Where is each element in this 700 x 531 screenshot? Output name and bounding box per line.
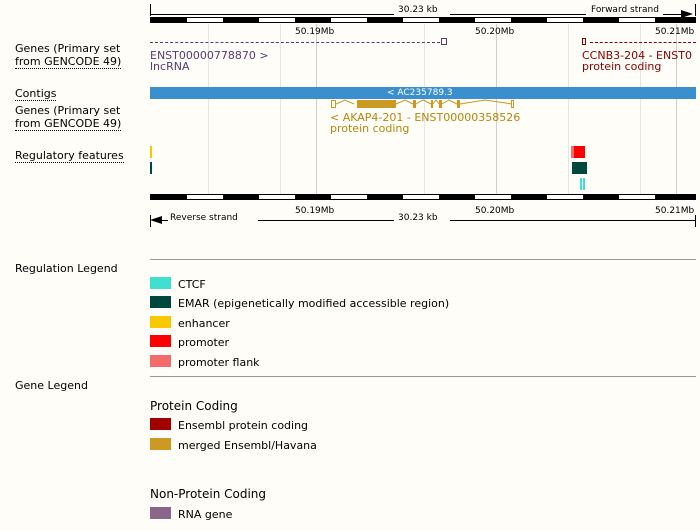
regulatory-track-label[interactable]: Regulatory features [15,149,124,163]
legend-swatch [150,418,171,430]
lncrna-gene-name[interactable]: ENST00000778870 > [150,49,269,62]
forward-strand-label: Forward strand [591,5,659,15]
reverse-strand-label: Reverse strand [170,213,238,223]
ctcf-feature[interactable] [583,178,585,190]
ccnb3-gene-name[interactable]: CCNB3-204 - ENST0 [582,49,692,62]
lncrna-transcript-line[interactable] [150,42,440,43]
protein-coding-heading: Protein Coding [150,399,238,413]
legend-item-label: merged Ensembl/Havana [178,439,317,452]
forward-arrow-icon [681,10,693,18]
ccnb3-transcript-line[interactable] [590,42,696,43]
legend-item-label: Ensembl protein coding [178,419,309,432]
non-protein-coding-heading: Non-Protein Coding [150,487,267,501]
promoter-flank-feature[interactable] [571,146,574,158]
legend-swatch [150,438,171,450]
bottom-scale: Reverse strand 30.23 kb [150,194,696,228]
ccnb3-exon[interactable] [582,38,586,45]
top-span-label: 30.23 kb [398,5,438,15]
regulation-legend-title: Regulation Legend [15,262,118,275]
coord-label: 50.20Mb [475,206,515,216]
ccnb3-biotype: protein coding [582,60,662,73]
bottom-span-label: 30.23 kb [398,213,438,223]
akap4-exon [511,100,514,108]
legend-swatch [150,355,171,367]
reverse-arrow-icon [150,216,162,224]
emar-feature[interactable] [572,162,587,174]
emar-feature[interactable] [150,162,152,174]
legend-item-label: promoter [178,336,230,349]
ctcf-feature[interactable] [580,178,582,190]
promoter-feature[interactable] [574,146,585,158]
coord-label: 50.21Mb [655,27,695,37]
legend-item-label: enhancer [178,317,230,330]
contig-name: < AC235789.3 [387,88,453,98]
legend-swatch [150,507,171,519]
akap4-biotype: protein coding [330,122,410,135]
legend-swatch [150,316,171,328]
genes-reverse-track-label[interactable]: Genes (Primary set from GENCODE 49) [15,104,122,131]
coord-label: 50.19Mb [295,27,335,37]
legend-divider [150,259,696,260]
legend-item-label: EMAR (epigenetically modified accessible… [178,297,450,310]
legend-divider [150,376,696,377]
legend-item-label: promoter flank [178,356,260,369]
enhancer-feature[interactable] [150,146,152,158]
coord-label: 50.19Mb [295,206,335,216]
akap4-transcript[interactable] [325,98,525,112]
top-scale: 30.23 kb Forward strand [150,4,696,24]
legend-item-label: CTCF [178,278,206,291]
legend-item-label: RNA gene [178,508,233,521]
lncrna-biotype: lncRNA [150,60,190,73]
akap4-gene-name[interactable]: < AKAP4-201 - ENST00000358526 [330,111,521,124]
lncrna-exon[interactable] [441,38,447,45]
contigs-track-label[interactable]: Contigs [15,87,57,101]
contig-bar[interactable] [150,87,696,99]
legend-swatch [150,296,171,308]
akap4-exon [331,100,336,108]
gene-legend-title: Gene Legend [15,379,88,392]
coord-label: 50.21Mb [655,206,695,216]
genes-forward-track-label[interactable]: Genes (Primary set from GENCODE 49) [15,42,122,69]
coord-label: 50.20Mb [475,27,515,37]
legend-swatch [150,335,171,347]
akap4-exon [357,100,396,108]
legend-swatch [150,277,171,289]
